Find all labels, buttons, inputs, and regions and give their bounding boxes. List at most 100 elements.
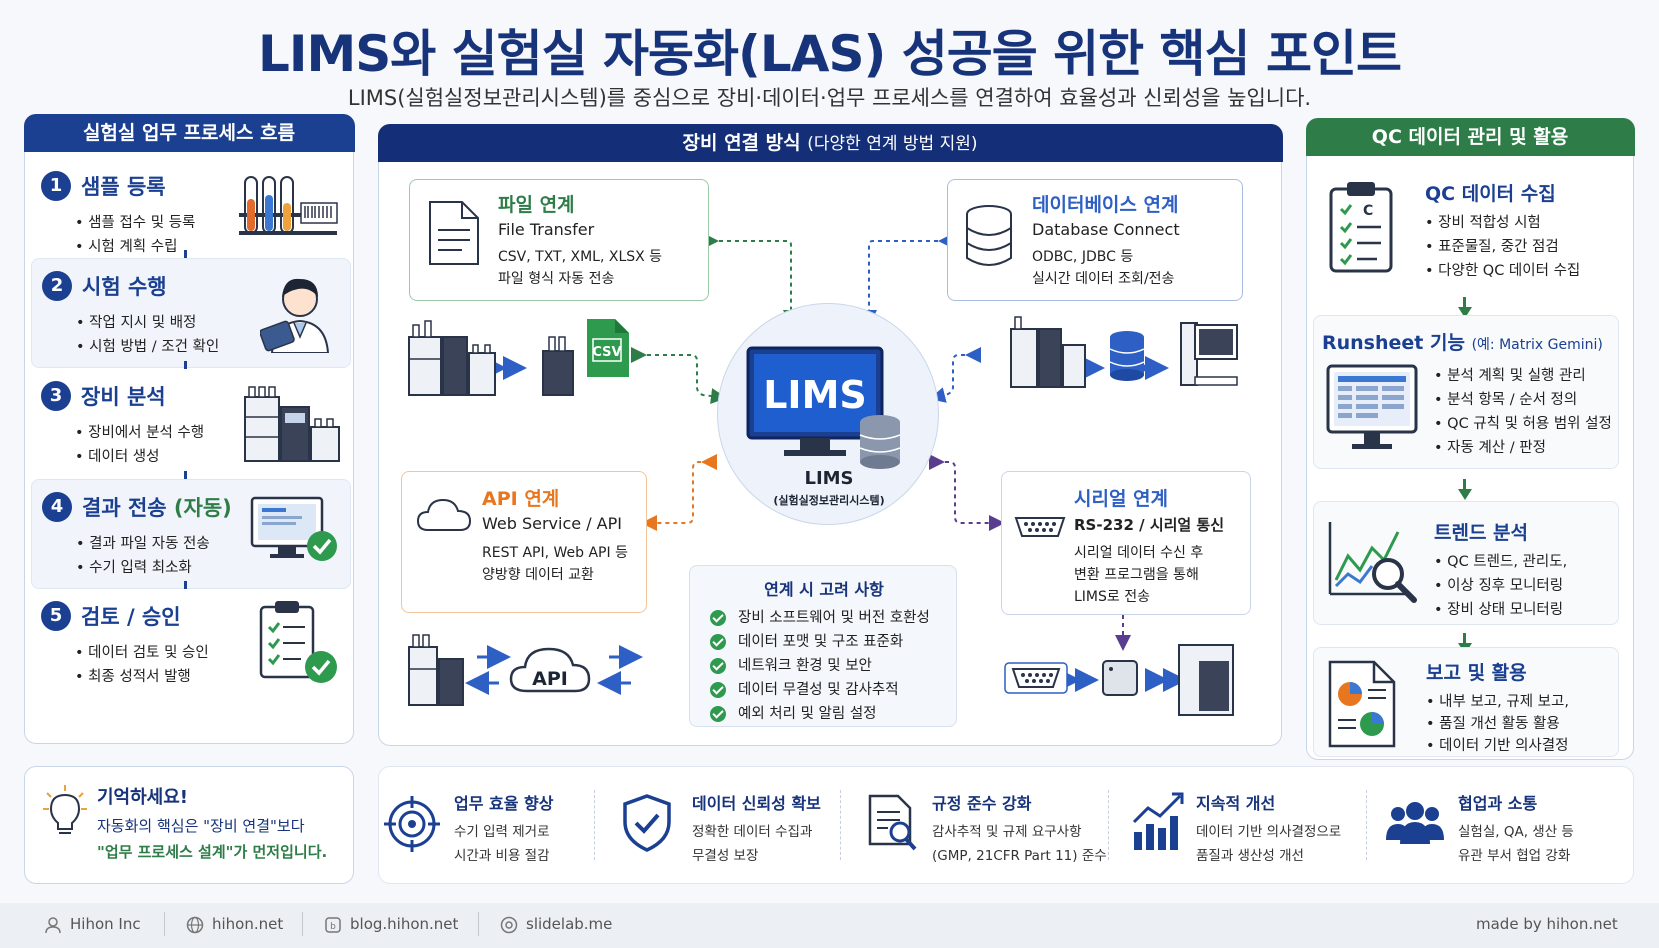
database-connect-line: ODBC, JDBC 등 — [1032, 249, 1134, 265]
api-instruments-icon: API — [408, 634, 591, 706]
report-line: • 내부 보고, 규제 보고, — [1426, 694, 1569, 710]
benefit-title: 업무 효율 향상 — [454, 794, 554, 813]
considerations-box: 연계 시 고려 사항 장비 소프트웨어 및 버전 호환성 데이터 포맷 및 구조… — [689, 565, 957, 727]
step-bullet: • 결과 파일 자동 전송 — [76, 536, 210, 552]
benefit-title: 지속적 개선 — [1196, 794, 1276, 813]
step-number: 5 — [41, 601, 71, 631]
file-transfer-line: 파일 형식 자동 전송 — [498, 271, 615, 287]
growth-chart-icon — [1132, 792, 1184, 850]
benefit-title: 데이터 신뢰성 확보 — [692, 794, 821, 813]
footer-link-hihon[interactable]: hihon.net — [212, 915, 284, 933]
step-bullet: • 데이터 검토 및 승인 — [75, 645, 209, 661]
lims-label: LIMS — [804, 468, 854, 489]
svg-text:C: C — [1363, 203, 1373, 219]
qc-collect-title: QC 데이터 수집 — [1425, 183, 1556, 205]
step-number: 1 — [41, 171, 71, 201]
serial-line: 변환 프로그램을 통해 — [1074, 567, 1199, 583]
test-tubes-icon — [239, 176, 338, 235]
consideration-item: 네트워크 환경 및 보안 — [710, 654, 872, 675]
db-instruments-icon — [1010, 316, 1238, 388]
footer-made-by: made by hihon.net — [1476, 915, 1618, 933]
footer-company: Hihon Inc — [70, 915, 141, 933]
consideration-item: 장비 소프트웨어 및 버전 호환성 — [710, 606, 930, 627]
footer-link-slidelab[interactable]: slidelab.me — [526, 915, 613, 933]
lims-screen-label: LIMS — [763, 373, 867, 417]
step-title: 샘플 등록 — [81, 175, 166, 199]
database-icon — [966, 205, 1012, 266]
serial-line: 시리얼 데이터 수신 후 — [1074, 545, 1204, 561]
page-title: LIMS와 실험실 자동화(LAS) 성공을 위한 핵심 포인트 — [258, 25, 1402, 83]
api-line: 양방향 데이터 교환 — [482, 567, 594, 583]
blog-icon: b — [325, 917, 341, 933]
step-title: 장비 분석 — [81, 385, 166, 409]
api-cloud-label: API — [532, 668, 568, 690]
step-number: 2 — [42, 271, 72, 301]
step-bullet: • 데이터 생성 — [75, 449, 160, 465]
process-step-3: 3 장비 분석 • 장비에서 분석 수행 • 데이터 생성 — [31, 369, 351, 479]
qc-data-panel: QC 데이터 관리 및 활용 C QC 데이터 수집 • 장비 적합성 시험 •… — [1305, 117, 1635, 760]
benefit-title: 협업과 소통 — [1458, 794, 1538, 813]
report-title: 보고 및 활용 — [1426, 662, 1527, 684]
file-instruments-icon: CSV — [408, 319, 629, 396]
database-connect-title: 데이터베이스 연계 — [1032, 194, 1179, 216]
lims-label-sub: (실험실정보관리시스템) — [773, 494, 885, 507]
benefit-line: 데이터 기반 의사결정으로 — [1196, 824, 1342, 840]
remember-box: 기억하세요! 자동화의 핵심은 "장비 연결"보다 "업무 프로세스 설계"가 … — [24, 766, 354, 884]
runsheet-line: • QC 규칙 및 허용 범위 설정 — [1434, 416, 1612, 432]
scientist-icon — [260, 278, 330, 353]
qc-collect-line: • 장비 적합성 시험 — [1425, 215, 1541, 231]
qc-clipboard-icon: C — [1329, 182, 1393, 273]
process-step-4: 4 결과 전송 (자동) • 결과 파일 자동 전송 • 수기 입력 최소화 — [31, 479, 351, 589]
benefit-line: 감사추적 및 규제 요구사항 — [932, 824, 1082, 840]
file-transfer-box: 파일 연계 File Transfer CSV, TXT, XML, XLSX … — [409, 179, 709, 301]
serial-line: LIMS로 전송 — [1074, 589, 1150, 605]
file-transfer-title: 파일 연계 — [498, 194, 575, 216]
remember-line: "업무 프로세스 설계"가 먼저입니다. — [97, 843, 328, 861]
database-connect-line: 실시간 데이터 조회/전송 — [1032, 271, 1175, 287]
process-flow-panel: 실험실 업무 프로세스 흐름 1 샘플 등록 • 샘플 접수 및 등록 • 시험… — [23, 113, 355, 744]
qc-flow-arrow — [1458, 489, 1472, 500]
api-sub: Web Service / API — [482, 514, 622, 533]
file-transfer-sub: File Transfer — [498, 220, 595, 239]
api-box: API 연계 Web Service / API REST API, Web A… — [401, 471, 647, 613]
step-title: 결과 전송 (자동) — [82, 496, 232, 520]
step-bullet: • 시험 계획 수립 — [75, 239, 178, 255]
process-step-5: 5 검토 / 승인 • 데이터 검토 및 승인 • 최종 성적서 발행 — [31, 589, 351, 699]
benefit-line: 유관 부서 협업 강화 — [1458, 848, 1571, 864]
runsheet-line: • 분석 계획 및 실행 관리 — [1434, 368, 1586, 384]
database-connect-box: 데이터베이스 연계 Database Connect ODBC, JDBC 등 … — [947, 179, 1243, 301]
remember-title: 기억하세요! — [97, 787, 189, 808]
trend-line: • 장비 상태 모니터링 — [1434, 602, 1564, 618]
lims-monitor-icon: LIMS — [746, 346, 901, 469]
qc-flow-arrow — [1458, 307, 1472, 318]
trend-line: • QC 트렌드, 관리도, — [1434, 554, 1568, 570]
footer-link-blog[interactable]: blog.hihon.net — [350, 915, 459, 933]
csv-label: CSV — [592, 345, 621, 360]
runsheet-title: Runsheet 기능 (예: Matrix Gemini) — [1322, 332, 1603, 354]
serial-sub: RS-232 / 시리얼 통신 — [1074, 516, 1225, 534]
step-bullet: • 수기 입력 최소화 — [76, 560, 192, 576]
device-connection-panel: 장비 연결 방식 (다양한 연계 방법 지원) — [377, 123, 1283, 746]
check-icon — [710, 634, 726, 650]
process-step-1: 1 샘플 등록 • 샘플 접수 및 등록 • 시험 계획 수립 — [31, 159, 351, 269]
device-connection-header: 장비 연결 방식 (다양한 연계 방법 지원) — [377, 123, 1283, 162]
report-block: 보고 및 활용 • 내부 보고, 규제 보고, • 품질 개선 활동 활용 • … — [1313, 647, 1619, 757]
qc-collect-block: C QC 데이터 수집 • 장비 적합성 시험 • 표준물질, 중간 점검 • … — [1313, 165, 1619, 287]
trend-chart-icon — [1328, 522, 1417, 603]
report-line: • 품질 개선 활동 활용 — [1426, 716, 1560, 732]
runsheet-monitor-icon — [1326, 364, 1418, 449]
consideration-item: 예외 처리 및 알림 설정 — [710, 702, 877, 723]
benefit-line: (GMP, 21CFR Part 11) 준수 — [932, 848, 1107, 864]
step-title: 검토 / 승인 — [81, 605, 181, 629]
step-bullet: • 장비에서 분석 수행 — [75, 425, 205, 441]
benefit-line: 무결성 보장 — [692, 848, 759, 864]
link-icon — [500, 916, 518, 934]
benefit-line: 시간과 비용 절감 — [454, 848, 550, 864]
qc-collect-line: • 표준물질, 중간 점검 — [1425, 239, 1559, 255]
report-line: • 데이터 기반 의사결정 — [1426, 738, 1569, 754]
page-subtitle: LIMS(실험실정보관리시스템)를 중심으로 장비·데이터·업무 프로세스를 연… — [347, 86, 1312, 110]
report-icon — [1328, 660, 1396, 748]
database-connect-sub: Database Connect — [1032, 220, 1180, 239]
lims-hub: LIMS LIMS (실험실정보관리시스템) — [717, 303, 939, 525]
step-bullet: • 최종 성적서 발행 — [75, 669, 191, 685]
